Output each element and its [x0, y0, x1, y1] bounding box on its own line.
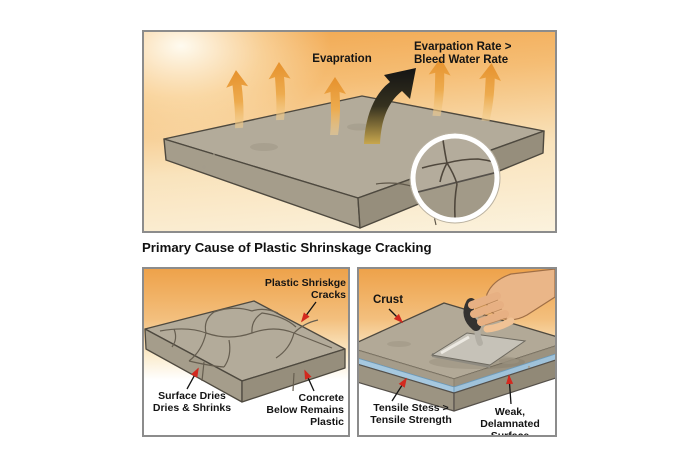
- hand: [468, 269, 555, 333]
- crust-delamination-panel: Crust Tensile Stess > Tensile Strength W…: [357, 267, 557, 437]
- evaporation-panel: Evapration Evarpation Rate > Bleed Water…: [142, 30, 557, 233]
- cracking-illustration: [144, 300, 346, 403]
- annotation-arrows: [388, 308, 514, 405]
- surface-dries-label: Surface Dries Dries & Shrinks: [152, 390, 232, 414]
- crust-label: Crust: [373, 294, 404, 306]
- rate-exceeds-arrow: [364, 68, 416, 144]
- figure-title: Primary Cause of Plastic Shrinskage Crac…: [142, 240, 432, 255]
- tensile-stress-label: Tensile Stess > Tensile Strength: [370, 402, 452, 426]
- annotation-arrows: [186, 301, 317, 392]
- crust-illustration: [359, 269, 555, 412]
- crust-texture: [387, 341, 531, 369]
- shrinkage-cracking-panel: Plastic Shriskge Cracks Surface Dries Dr…: [142, 267, 350, 437]
- magnifier-circle: [409, 132, 501, 224]
- shrinkage-cracks: [159, 307, 333, 392]
- evaporation-rate-label: Evarpation Rate > Bleed Water Rate: [414, 41, 512, 67]
- weak-delaminated-label: Weak, Delamnated Surface: [480, 406, 540, 437]
- plastic-shrinkage-cracks-label: Plastic Shriskge Cracks: [264, 277, 346, 301]
- evaporation-illustration: [163, 57, 545, 229]
- evaporation-label: Evapration: [312, 53, 372, 65]
- concrete-plastic-label: Concrete Below Remains Plastic: [266, 392, 344, 428]
- cracked-slab: [144, 300, 346, 403]
